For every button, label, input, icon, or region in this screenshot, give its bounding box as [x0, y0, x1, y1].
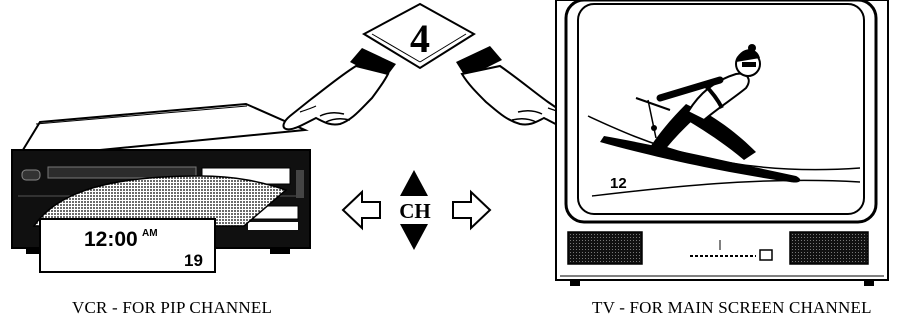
channel-left-arrow-icon	[343, 192, 380, 228]
tv-right-speaker	[790, 232, 868, 264]
vcr-clock-suffix: AM	[142, 228, 158, 239]
channel-label: CH	[399, 199, 431, 223]
step-number: 4	[410, 16, 430, 61]
tv-illustration: 12	[556, 0, 888, 286]
left-pointing-hand-icon	[283, 48, 396, 129]
vcr-caption: VCR - FOR PIP CHANNEL	[72, 298, 272, 318]
vcr-illustration: 12:00 AM 19	[12, 104, 310, 272]
tv-caption: TV - FOR MAIN SCREEN CHANNEL	[592, 298, 872, 318]
vcr-channel-display: 19	[184, 251, 203, 270]
tv-power-button	[760, 250, 772, 260]
vcr-clock-display: 12:00	[84, 228, 138, 251]
tv-channel-display: 12	[610, 175, 627, 192]
channel-right-arrow-icon	[453, 192, 490, 228]
channel-down-arrow-icon	[400, 224, 428, 250]
channel-up-arrow-icon	[400, 170, 428, 196]
channel-control: CH	[343, 170, 490, 250]
tv-left-speaker	[568, 232, 642, 264]
